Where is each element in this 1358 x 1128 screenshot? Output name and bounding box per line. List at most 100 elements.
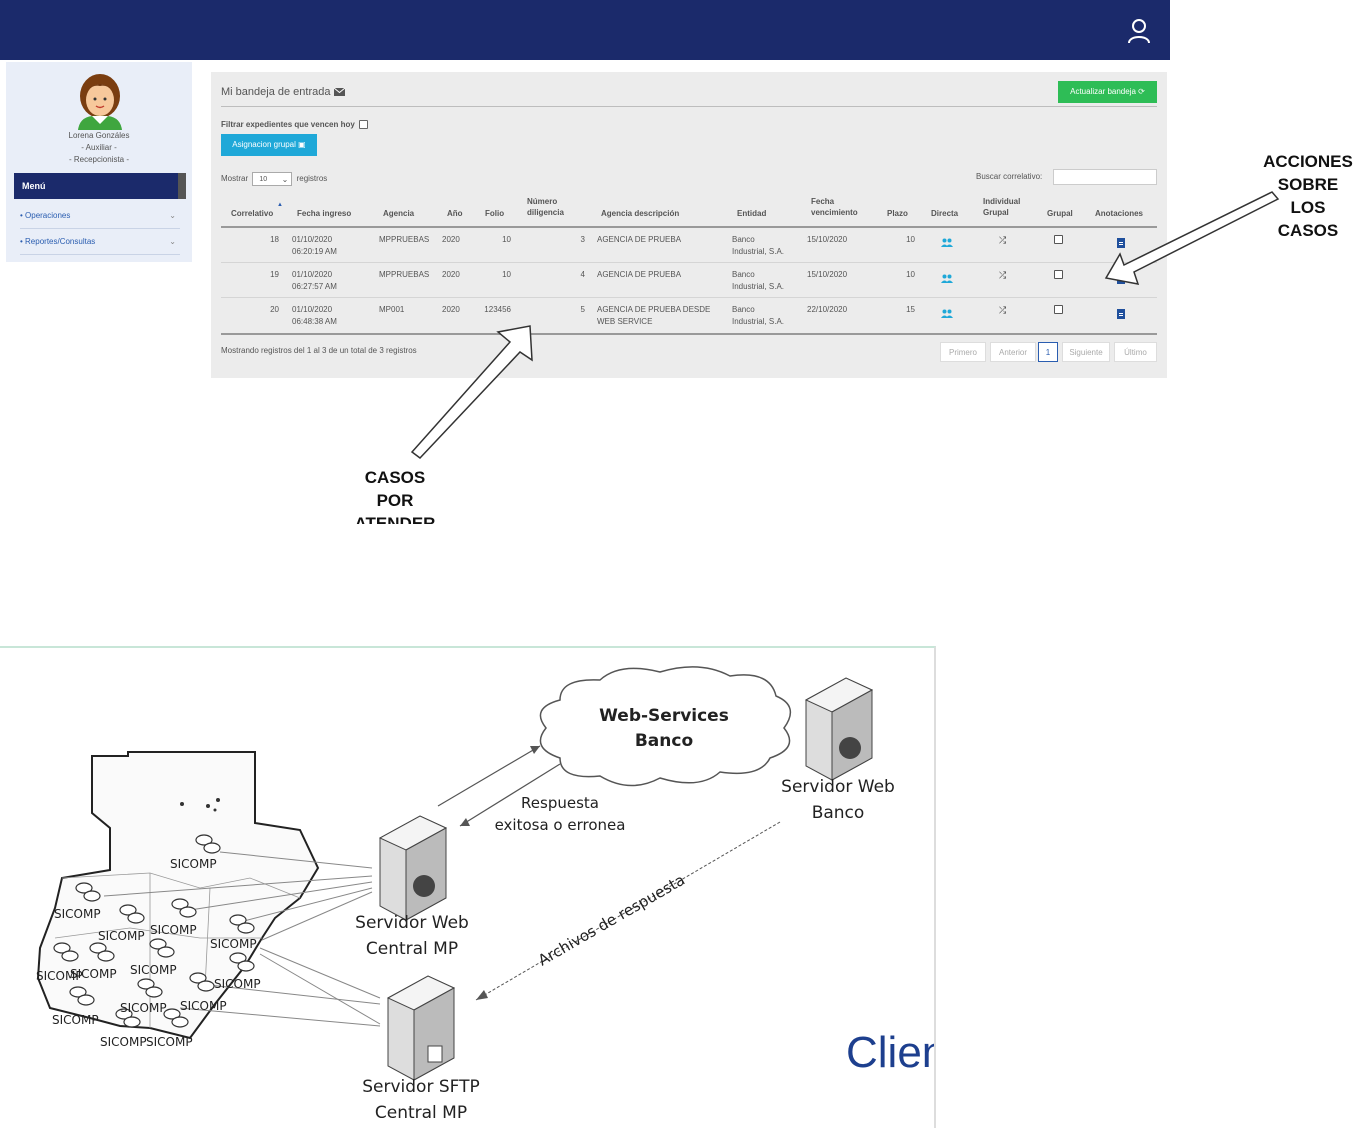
- cloud-label: Web-Services Banco: [576, 704, 752, 754]
- servidor-web-banco-label: Servidor Web Banco: [758, 774, 918, 826]
- group-checkbox[interactable]: [1054, 305, 1063, 314]
- cell-numero: 4: [580, 270, 585, 279]
- sort-asc-icon: ▲: [277, 202, 283, 208]
- label-line: Respuesta: [521, 794, 599, 812]
- sicomp-label: SICOMP: [54, 907, 101, 921]
- avatar: [78, 74, 122, 130]
- sicomp-label: SICOMP: [170, 857, 217, 871]
- cell-entidad-detalle: Industrial, S.A.: [732, 317, 785, 326]
- clien-heading: Clien: [846, 1028, 934, 1077]
- col-fecha-vencimiento[interactable]: Fecha vencimiento: [811, 197, 858, 217]
- cell-entidad-detalle: Industrial, S.A.: [732, 247, 785, 256]
- col-agencia-descripcion[interactable]: Agencia descripción: [601, 209, 680, 218]
- group-checkbox[interactable]: [1054, 235, 1063, 244]
- cell-agencia: MPPRUEBAS: [379, 235, 430, 244]
- annotation-icon[interactable]: [1117, 238, 1125, 248]
- arrow-casos: [410, 325, 533, 460]
- label-line: Central MP: [374, 1103, 468, 1123]
- sidebar-item-operaciones[interactable]: • Operaciones ⌄: [20, 204, 180, 229]
- refresh-inbox-label: Actualizar bandeja: [1070, 87, 1136, 96]
- cell-folio: 10: [502, 270, 511, 279]
- user-role: - Auxiliar -: [81, 143, 117, 152]
- sidebar: Lorena Gonzáles - Auxiliar - - Recepcion…: [6, 62, 192, 262]
- user-role-secondary: - Recepcionista -: [68, 155, 130, 164]
- user-icon[interactable]: [1126, 18, 1152, 44]
- cell-descripcion: AGENCIA DE PRUEBA DESDE: [597, 305, 711, 314]
- col-folio[interactable]: Folio: [485, 209, 505, 218]
- show-suffix: registros: [296, 174, 328, 184]
- label-line: Central MP: [365, 939, 459, 959]
- chevron-down-icon: ⌄: [281, 175, 289, 184]
- cell-fecha-hora: 06:27:57 AM: [292, 282, 337, 291]
- users-icon[interactable]: [941, 238, 953, 247]
- cloud-shape: [539, 666, 792, 787]
- servidor-web-central-label: Servidor Web Central MP: [332, 910, 492, 962]
- architecture-diagram: Archivos de respuesta SICOMP SICOMP SICO…: [0, 646, 936, 1128]
- sidebar-item-reportes[interactable]: • Reportes/Consultas ⌄: [20, 230, 180, 255]
- group-assign-button[interactable]: Asignacion grupal ▣: [221, 134, 317, 156]
- col-entidad[interactable]: Entidad: [737, 209, 767, 218]
- users-icon[interactable]: [941, 309, 953, 318]
- menu-scrollbar[interactable]: [178, 173, 186, 199]
- annotation-icon[interactable]: [1117, 309, 1125, 319]
- cell-folio: 10: [502, 235, 511, 244]
- cell-correlativo: 18: [270, 235, 279, 244]
- cell-fecha-ingreso: 01/10/2020: [292, 235, 333, 244]
- filter-due-today: Filtrar expedientes que vencen hoy: [221, 120, 369, 130]
- cell-anio: 2020: [442, 270, 460, 279]
- pagination-first[interactable]: Primero: [940, 342, 986, 362]
- group-checkbox[interactable]: [1054, 270, 1063, 279]
- sicomp-label: SICOMP: [70, 967, 117, 981]
- col-directa[interactable]: Directa: [931, 209, 959, 218]
- cell-descripcion: AGENCIA DE PRUEBA: [597, 235, 682, 244]
- col-fecha-ingreso[interactable]: Fecha ingreso: [297, 209, 352, 218]
- cell-correlativo: 19: [270, 270, 279, 279]
- sicomp-label: SICOMP: [214, 977, 261, 991]
- label-line: Banco: [811, 803, 865, 823]
- page-size-select[interactable]: 10 ⌄: [252, 172, 293, 186]
- pagination-next[interactable]: Siguiente: [1062, 342, 1110, 362]
- group-assign-label: Asignacion grupal: [232, 140, 296, 149]
- sicomp-label: SICOMP: [98, 929, 145, 943]
- page-size-value: 10: [259, 176, 268, 183]
- col-grupal[interactable]: Grupal: [1047, 209, 1073, 218]
- pagination-page-1[interactable]: 1: [1038, 342, 1058, 362]
- col-agencia[interactable]: Agencia: [383, 209, 415, 218]
- servidor-sftp-label: Servidor SFTP Central MP: [340, 1074, 502, 1126]
- col-plazo[interactable]: Plazo: [887, 209, 908, 218]
- sicomp-label: SICOMP: [36, 969, 83, 983]
- refresh-icon: ⟳: [1138, 87, 1145, 96]
- cell-correlativo: 20: [270, 305, 279, 314]
- row-divider: [221, 297, 1157, 298]
- callout-line: SOBRE: [1277, 175, 1339, 194]
- search-input[interactable]: [1053, 169, 1157, 185]
- label-line: Servidor Web: [781, 777, 895, 797]
- page-size-control: Mostrar 10⌄ registros: [221, 172, 327, 186]
- callout-arrows: [410, 191, 1280, 460]
- cell-plazo: 15: [906, 305, 915, 314]
- pagination-last[interactable]: Último: [1114, 342, 1157, 362]
- inbox-panel: Mi bandeja de entrada Actualizar bandeja…: [211, 72, 1167, 378]
- col-individual-grupal[interactable]: Individual Grupal: [983, 197, 1021, 217]
- cell-entidad: Banco: [732, 305, 755, 314]
- col-anio[interactable]: Año: [447, 209, 463, 218]
- shuffle-icon[interactable]: ⤮: [999, 305, 1007, 315]
- user-name: Lorena Gonzáles: [68, 131, 130, 140]
- filter-label: Filtrar expedientes que vencen hoy: [221, 120, 355, 129]
- shuffle-icon[interactable]: ⤮: [999, 235, 1007, 245]
- menu-header: Menú: [14, 173, 178, 199]
- archivos-label: Archivos de respuesta: [535, 871, 688, 970]
- col-correlativo[interactable]: Correlativo: [231, 209, 274, 218]
- sicomp-label: SICOMP: [150, 923, 197, 937]
- col-anotaciones[interactable]: Anotaciones: [1095, 209, 1144, 218]
- callout-line: LOS: [1290, 198, 1326, 217]
- cell-numero: 3: [580, 235, 585, 244]
- col-numero-diligencia[interactable]: Número diligencia: [527, 197, 564, 217]
- shuffle-icon[interactable]: ⤮: [999, 270, 1007, 280]
- pagination-prev[interactable]: Anterior: [990, 342, 1036, 362]
- row-divider: [221, 262, 1157, 263]
- refresh-inbox-button[interactable]: Actualizar bandeja ⟳: [1058, 81, 1157, 103]
- filter-checkbox[interactable]: [359, 120, 369, 130]
- records-info: Mostrando registros del 1 al 3 de un tot…: [221, 346, 417, 355]
- users-icon[interactable]: [941, 274, 953, 283]
